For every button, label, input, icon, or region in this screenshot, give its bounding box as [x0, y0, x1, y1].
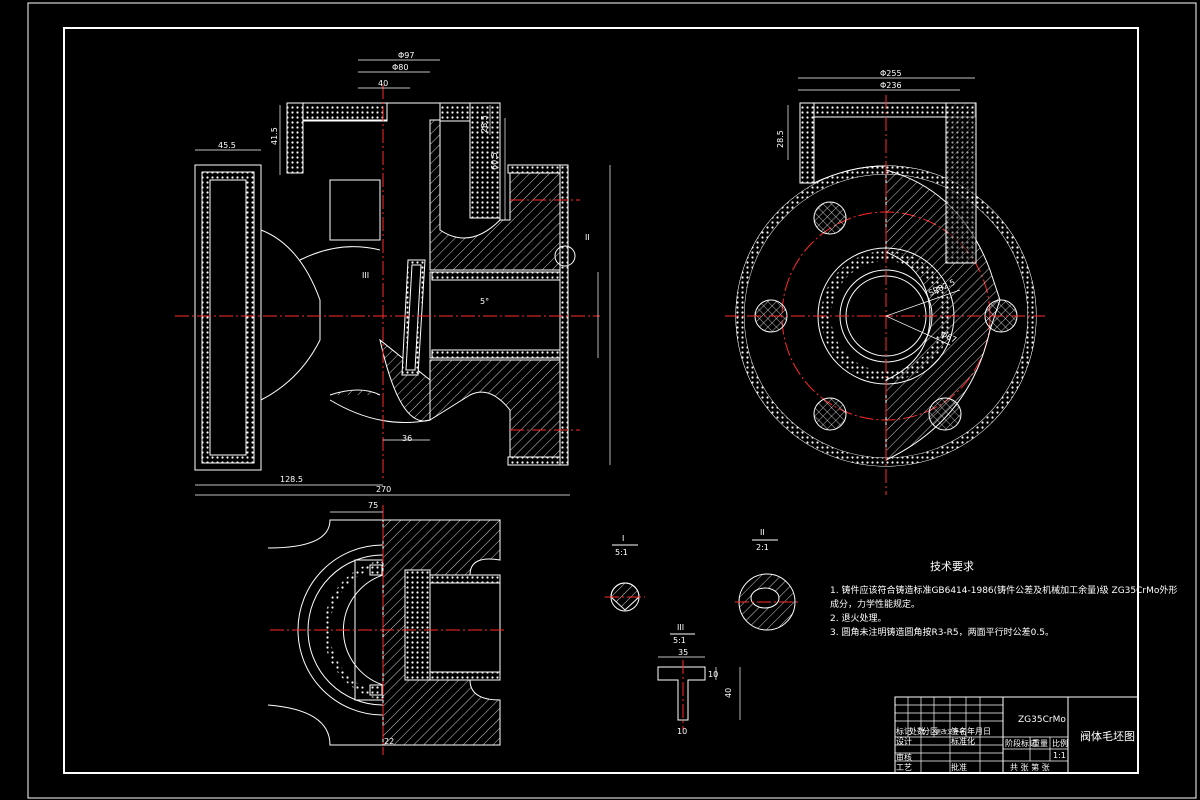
detail-iii-label: III — [677, 623, 684, 632]
dim-bottom-total: 270 — [376, 485, 391, 494]
tb-row-label-2: 分区 — [922, 727, 938, 736]
title-block: ZG35CrMo 阀体毛坯图 1:1 标记 处数 分区 更改文件号 签名 年月日… — [894, 696, 1139, 774]
dim-detail-iii-3: 40 — [724, 688, 733, 698]
dim-angle: 5° — [480, 297, 489, 306]
dim-detail-iii-2: 10 — [708, 670, 718, 679]
detail-ii: II 2:1 — [735, 528, 800, 631]
tb-row-label-3: 更改文件号 — [935, 728, 965, 736]
tb-row-label-4: 签名 — [951, 726, 967, 736]
dim-view-b-bottom: 22 — [384, 737, 394, 746]
technical-requirements: 技术要求 1. 铸件应该符合铸造标准GB6414-1986(铸件公差及机械加工余… — [830, 560, 1177, 638]
dim-top-2: Φ80 — [392, 63, 408, 72]
tb-sheet: 共 张 第 张 — [1010, 762, 1050, 772]
partial-section-view: 75 22 — [267, 501, 505, 755]
label-detail-ii: II — [585, 233, 590, 242]
label-detail-iii: III — [362, 271, 369, 280]
tb-design: 设计 — [896, 736, 912, 746]
dim-detail-iii-1: 35 — [678, 648, 688, 657]
dim-bottom-1: 128.5 — [280, 475, 303, 484]
tb-std: 标准化 — [951, 736, 975, 746]
tb-stage: 阶段标记 — [1005, 738, 1037, 748]
dim-top-1: Φ97 — [398, 51, 414, 60]
dim-height-1: 41.5 — [270, 127, 279, 145]
dim-top-3: 40 — [378, 79, 388, 88]
dim-height-3: 60.5 — [490, 152, 499, 170]
tb-check: 审核 — [896, 752, 912, 762]
detail-iii-scale: 5:1 — [673, 636, 686, 645]
tb-approve: 批准 — [951, 762, 967, 772]
tb-weight: 重量 — [1032, 738, 1048, 748]
detail-ii-label: II — [760, 528, 765, 537]
front-section-view: 45.5 128.5 270 Φ97 Φ80 40 41.5 28.5 60.5… — [175, 51, 611, 496]
tech-req-1: 1. 铸件应该符合铸造标准GB6414-1986(铸件公差及机械加工余量)级 Z… — [830, 584, 1177, 596]
detail-i-scale: 5:1 — [615, 548, 628, 557]
dim-bottom-36: 36 — [402, 434, 412, 443]
dim-height-2: 28.5 — [480, 115, 489, 133]
dim-view-b-top: 75 — [368, 501, 378, 510]
tb-row-label-5: 年月日 — [967, 726, 991, 736]
drawing-frame — [63, 27, 1139, 774]
tb-row-label-0: 标记 — [896, 726, 912, 736]
detail-ii-scale: 2:1 — [756, 543, 769, 552]
tech-req-3: 3. 圆角未注明铸造圆角按R3-R5，两面平行时公差0.5。 — [830, 626, 1054, 638]
tech-req-2: 2. 退火处理。 — [830, 612, 886, 624]
dim-side-2: Φ236 — [880, 81, 902, 90]
outer-border — [27, 2, 1197, 799]
tb-process: 工艺 — [896, 763, 912, 772]
side-view: Φ255 Φ236 28.5 SR82.5 Φ67 — [725, 69, 1045, 495]
detail-i-label: I — [622, 534, 624, 543]
tech-req-1b: 成分，力学性能规定。 — [830, 598, 920, 610]
detail-iii: III 5:1 35 10 40 10 — [657, 623, 741, 736]
tech-req-title: 技术要求 — [930, 560, 974, 573]
tb-row-label-1: 处数 — [909, 726, 925, 736]
detail-i: I 5:1 — [605, 534, 645, 612]
dim-side-3: 28.5 — [776, 130, 785, 148]
dim-side-1: Φ255 — [880, 69, 902, 78]
scale-value: 1:1 — [1053, 751, 1066, 760]
drawing-title: 阀体毛坯图 — [1080, 729, 1135, 743]
dim-left-top: 45.5 — [218, 141, 236, 150]
dim-detail-iii-4: 10 — [677, 727, 687, 736]
material-label: ZG35CrMo — [1018, 715, 1066, 725]
tb-scale: 比例 — [1052, 738, 1068, 748]
